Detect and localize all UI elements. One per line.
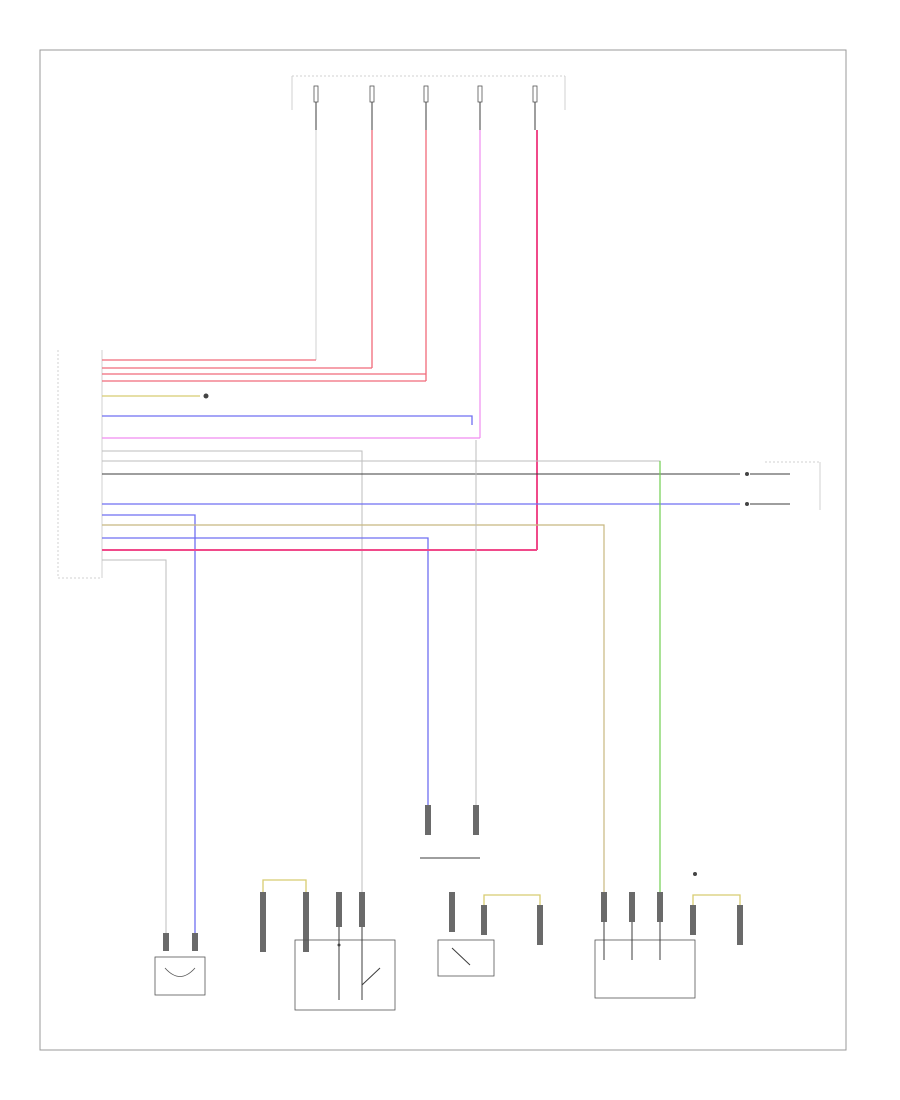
component-3 — [294, 892, 396, 1011]
component-5 — [481, 894, 543, 945]
right-module — [745, 461, 821, 510]
ground-splice — [203, 393, 209, 399]
fuse-2 — [369, 85, 375, 130]
wire-h12-blue — [102, 514, 196, 935]
wire-h13-tan — [102, 524, 605, 892]
component-1 — [154, 933, 206, 996]
diagram-frame — [39, 49, 847, 1051]
wire-h8-gray — [102, 450, 363, 905]
wire-h16-gray — [102, 559, 167, 935]
fuse-5 — [532, 85, 538, 130]
fuse-1 — [313, 85, 319, 130]
component-7 — [690, 872, 743, 945]
wire-h6-blue — [102, 415, 473, 425]
component-2 — [260, 879, 309, 952]
mid-connector-gray — [473, 805, 479, 835]
fuse-3 — [423, 85, 429, 130]
fuse-4 — [477, 85, 483, 130]
left-module — [57, 350, 103, 579]
component-4 — [420, 857, 495, 977]
fuse-block — [291, 75, 566, 130]
wire-h14-blue — [102, 537, 429, 805]
mid-connector-blue — [425, 805, 431, 835]
component-6 — [594, 892, 696, 999]
